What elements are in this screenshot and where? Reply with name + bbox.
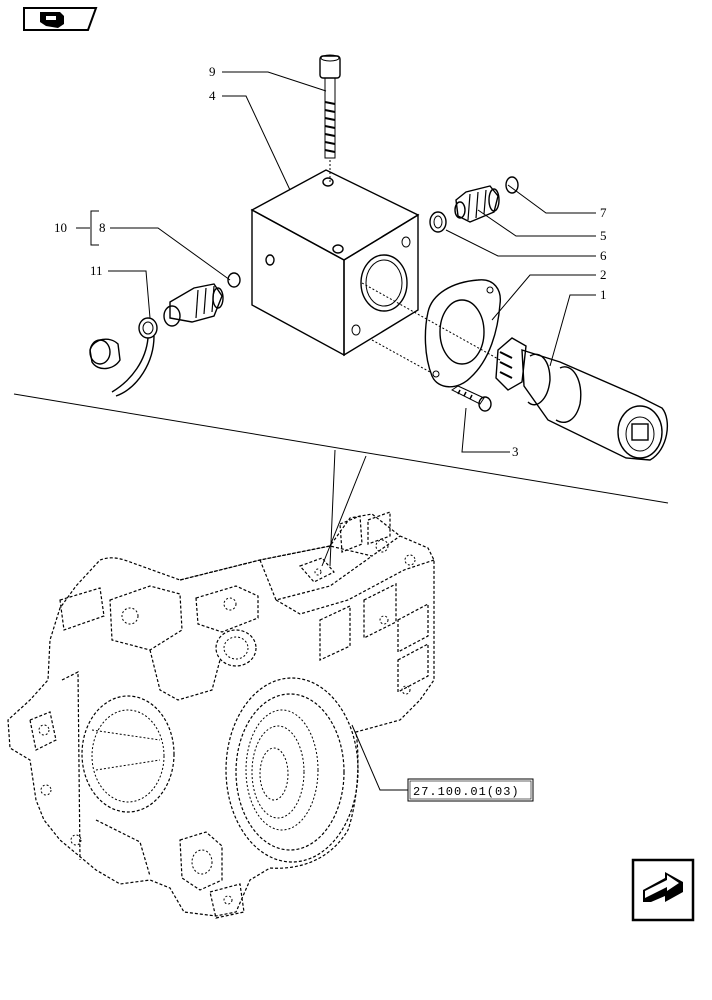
- separator-line: [13, 393, 669, 504]
- callout-11: 11: [90, 263, 103, 278]
- solenoid-valve-part: [495, 337, 669, 461]
- sensor-plug-part: [163, 272, 241, 327]
- fitting-part: [454, 185, 500, 223]
- callout-6: 6: [600, 248, 607, 263]
- callout-4: 4: [209, 88, 216, 103]
- callout-10: 10: [54, 220, 67, 235]
- callout-5: 5: [600, 228, 607, 243]
- transmission-housing: [7, 511, 435, 919]
- callout-1: 1: [600, 287, 607, 302]
- gasket-part: [424, 279, 501, 388]
- callout-2: 2: [600, 267, 607, 282]
- next-page-arrow-icon[interactable]: [631, 858, 695, 927]
- o-ring-small-part: [505, 176, 519, 194]
- o-ring-large-part: [429, 211, 447, 233]
- protective-cap-part: [89, 317, 158, 397]
- reference-box[interactable]: 27.100.01(03): [407, 778, 534, 802]
- reference-label: 27.100.01(03): [413, 785, 520, 799]
- book-page-icon[interactable]: [22, 6, 98, 37]
- callout-3: 3: [512, 444, 519, 459]
- valve-block-part: [250, 169, 501, 373]
- callout-8: 8: [99, 220, 106, 235]
- callout-9: 9: [209, 64, 216, 79]
- screw-part: [451, 385, 492, 412]
- callout-7: 7: [600, 205, 607, 220]
- bolt-part: [319, 54, 341, 182]
- callout-leaders: [76, 71, 596, 791]
